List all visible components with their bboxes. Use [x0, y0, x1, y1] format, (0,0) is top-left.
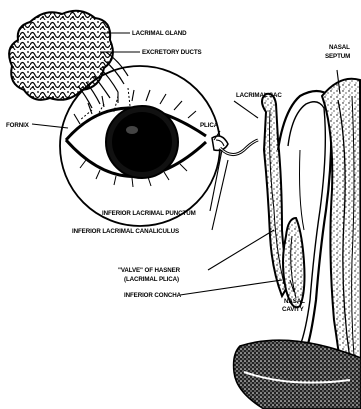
label-nasal-cavity-1: NASAL [284, 298, 305, 305]
label-lacrimal-gland: LACRIMAL GLAND [132, 30, 187, 37]
label-inferior-lacrimal-canaliculus: INFERIOR LACRIMAL CANALICULUS [72, 228, 179, 235]
label-nasal-septum-1: NASAL [329, 44, 350, 51]
label-valve-of-hasner: "VALVE" OF HASNER [118, 267, 181, 274]
label-plica: PLICA [200, 122, 219, 129]
label-inferior-lacrimal-punctum: INFERIOR LACRIMAL PUNCTUM [102, 210, 196, 217]
label-lacrimal-sac: LACRIMAL SAC [236, 92, 282, 99]
lacrimal-gland [9, 11, 113, 100]
label-nasal-septum-2: SEPTUM [325, 53, 350, 60]
label-fornix: FORNIX [6, 122, 30, 129]
label-lacrimal-plica: (LACRIMAL PLICA) [124, 276, 179, 283]
label-excretory-ducts: EXCRETORY DUCTS [142, 49, 202, 56]
lower-face-tissue [234, 340, 361, 409]
label-inferior-concha: INFERIOR CONCHA [124, 292, 182, 299]
label-nasal-cavity-2: CAVITY [282, 306, 305, 313]
inferior-concha [283, 218, 305, 307]
